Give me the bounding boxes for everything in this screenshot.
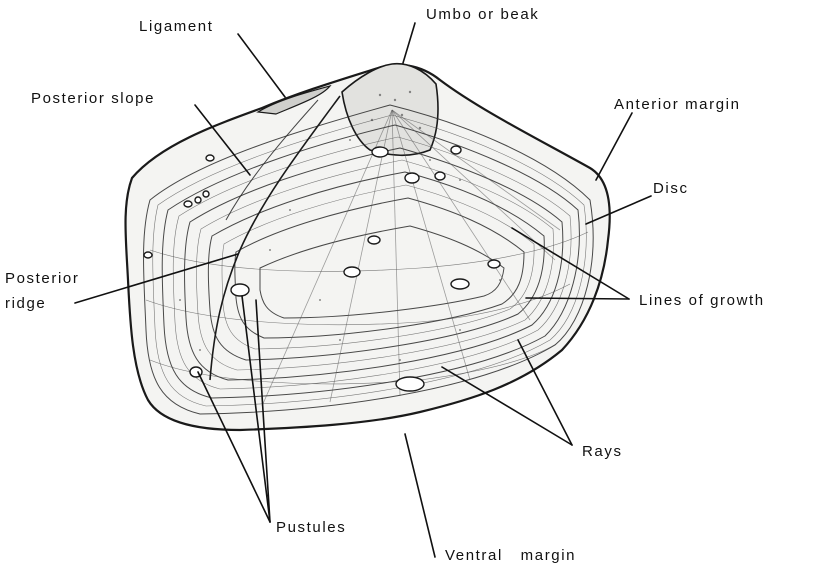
label-ligament: Ligament [139,18,214,35]
leader-growth-b [526,298,629,299]
leader-anterior-margin [596,113,632,180]
label-rays: Rays [582,443,623,460]
label-posterior-ridge-1: Posterior [5,270,79,287]
leader-ventral-margin [405,434,435,557]
label-pustules: Pustules [276,519,346,536]
label-posterior-slope: Posterior slope [31,90,155,107]
label-anterior-margin: Anterior margin [614,96,741,113]
label-disc: Disc [653,180,689,197]
label-posterior-ridge-2: ridge [5,295,46,312]
leader-ligament [238,34,285,97]
label-umbo: Umbo or beak [426,6,539,23]
leader-umbo [403,23,415,63]
label-ventral-margin: Ventral margin [445,547,576,564]
label-lines-of-growth: Lines of growth [639,292,765,309]
shell-illustration [126,64,610,430]
